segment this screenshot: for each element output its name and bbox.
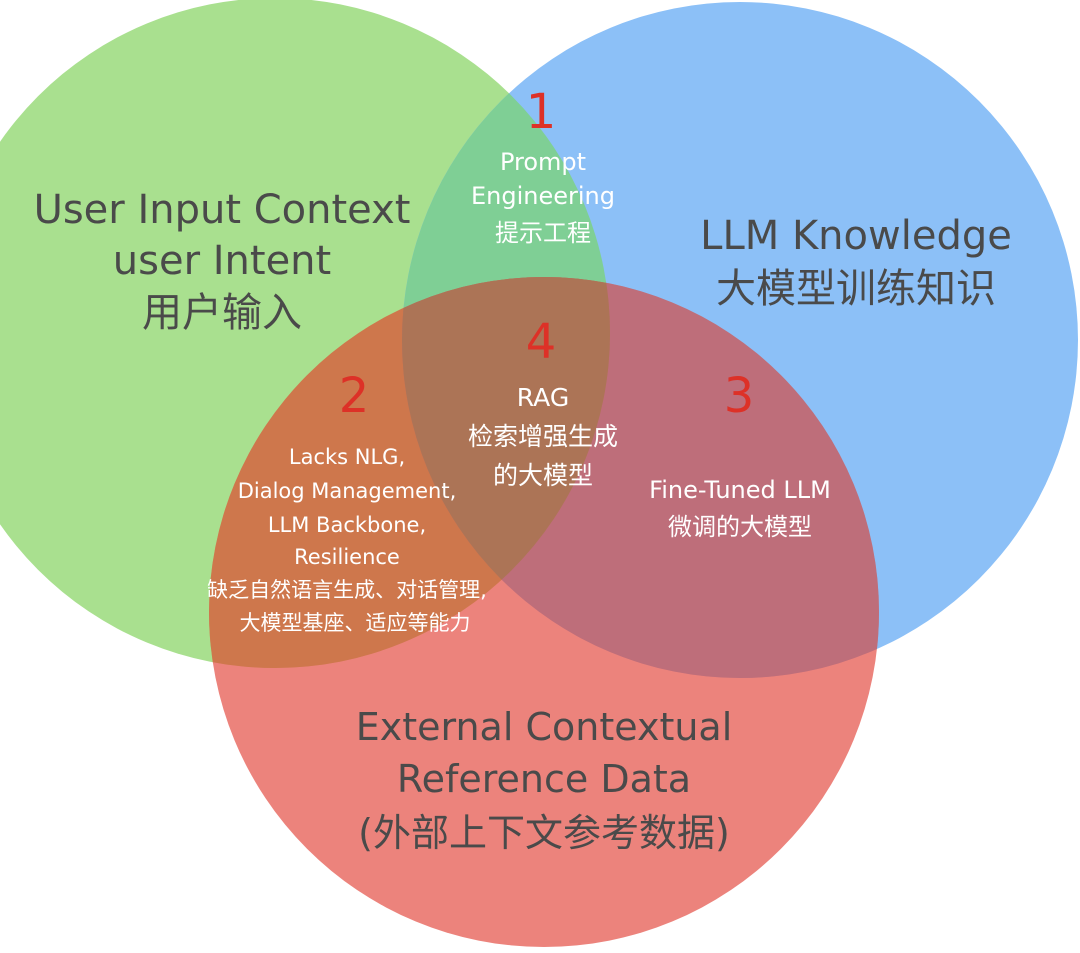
region-1-line-2: Engineering [471, 182, 615, 210]
external-data-cn-label: (外部上下文参考数据) [358, 811, 730, 855]
region-4-number: 4 [526, 314, 557, 370]
user-input-title: User Input Context [34, 187, 411, 233]
region-4-line-1: RAG [517, 383, 569, 412]
region-2-line-4: Resilience [294, 545, 400, 569]
reference-data-label: Reference Data [397, 757, 691, 801]
region-3-number: 3 [724, 368, 755, 424]
llm-knowledge-cn-label: 大模型训练知识 [716, 266, 996, 312]
user-intent-label: user Intent [113, 238, 331, 284]
user-input-cn-label: 用户输入 [142, 290, 302, 336]
region-2-line-1: Lacks NLG, [289, 445, 405, 469]
region-3-line-2: 微调的大模型 [668, 513, 812, 541]
region-1-line-3: 提示工程 [495, 219, 591, 247]
region-2-line-2: Dialog Management, [238, 479, 457, 503]
region-2-line-3: LLM Backbone, [268, 513, 426, 537]
region-3-line-1: Fine-Tuned LLM [649, 476, 831, 504]
region-4-line-3: 的大模型 [493, 461, 593, 490]
region-2-line-6: 大模型基座、适应等能力 [240, 611, 471, 635]
watermark-author: 云网记 [923, 894, 998, 922]
region-1-number: 1 [526, 84, 557, 140]
llm-knowledge-title: LLM Knowledge [700, 213, 1012, 259]
watermark-source: 公众号 [822, 894, 897, 922]
watermark: 公众号 云网记 [780, 888, 998, 923]
region-4-line-2: 检索增强生成 [468, 422, 618, 451]
region-1-line-1: Prompt [500, 148, 586, 176]
wechat-icon [781, 892, 812, 917]
region-2-line-5: 缺乏自然语言生成、对话管理, [207, 578, 487, 602]
external-data-title: External Contextual [356, 705, 733, 749]
region-2-number: 2 [339, 368, 370, 424]
